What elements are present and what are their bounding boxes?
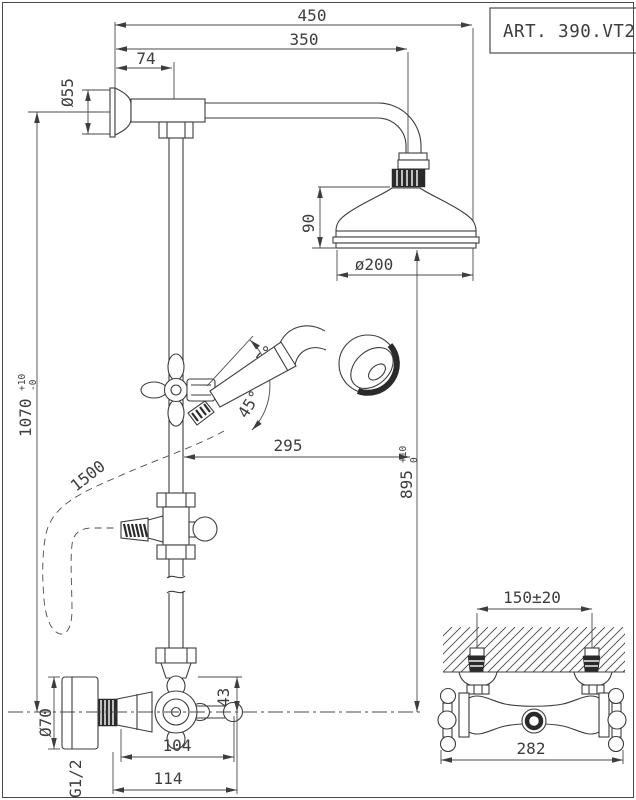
dim-label-895: 895 <box>397 470 416 499</box>
mixer-dial <box>521 708 547 734</box>
thermostat-valve-side <box>61 647 244 750</box>
dim-label-104: 104 <box>163 736 192 755</box>
dim-label-o200: ø200 <box>355 255 394 274</box>
dim-riser-height-1070: 1070 +10 -0 <box>16 112 40 712</box>
riser-cross-handle <box>140 353 211 427</box>
wall-flange <box>28 87 132 138</box>
dim-label-90: 90 <box>299 214 318 233</box>
dim-label-350: 350 <box>290 30 319 49</box>
dim-escutcheon-70: Ø70 <box>36 676 60 750</box>
dim-outlet-height-895: 895 +10 0 <box>397 250 420 712</box>
dim-head-height-90: 90 <box>299 186 390 249</box>
dim-label-1070-tol-lower: -0 <box>28 379 39 391</box>
dim-label-74: 74 <box>136 49 155 68</box>
dim-label-o55: Ø55 <box>58 78 77 107</box>
diverter-tee <box>120 492 218 560</box>
valve-escutcheon <box>61 676 99 750</box>
riser-pipe-lower <box>166 559 186 648</box>
dim-valve-depth-114: 114 <box>112 752 237 794</box>
dim-label-295: 295 <box>274 436 303 455</box>
dim-label-1070-tol-upper: +10 <box>17 374 28 391</box>
dim-label-1070: 1070 <box>16 398 35 437</box>
title-block: ART. 390.VT21. <box>489 7 636 54</box>
overhead-shower-connector <box>391 152 430 188</box>
mixer-side-handle-right <box>607 687 627 753</box>
mixer-front-view: 150±20 <box>437 588 627 764</box>
dim-valve-depth-104: 104 <box>120 716 235 762</box>
dim-label-450: 450 <box>298 6 327 25</box>
dim-label-114: 114 <box>154 769 183 788</box>
dim-label-43: 43 <box>214 688 233 707</box>
dim-label-895-tol-lower: 0 <box>409 457 420 463</box>
handshower <box>187 325 400 426</box>
dim-label-150: 150±20 <box>503 588 561 607</box>
dim-label-895-tol-upper: +10 <box>398 446 409 463</box>
riser-union-nut <box>158 121 194 139</box>
dim-label-g12: G1/2 <box>66 759 85 798</box>
shower-head-bell <box>332 187 480 249</box>
dim-handshower-reach-295: 295 <box>184 436 410 460</box>
dim-riser-to-axis-43: 43 <box>198 676 242 794</box>
dim-valve-width-282: 282 <box>440 739 624 764</box>
dim-label-282: 282 <box>517 739 546 758</box>
riser-pipe <box>168 138 184 493</box>
dim-label-o70: Ø70 <box>36 708 55 737</box>
art-number: ART. 390.VT21. <box>503 22 636 42</box>
dim-arm-projection-350: 350 <box>116 30 409 160</box>
dim-head-diameter-200: ø200 <box>336 250 473 281</box>
dim-wall-to-riser-74: 74 <box>116 49 175 99</box>
mixer-side-handle-left <box>437 687 457 753</box>
shower-arm <box>130 98 422 153</box>
dim-inlet-centers-150: 150±20 <box>476 588 593 656</box>
